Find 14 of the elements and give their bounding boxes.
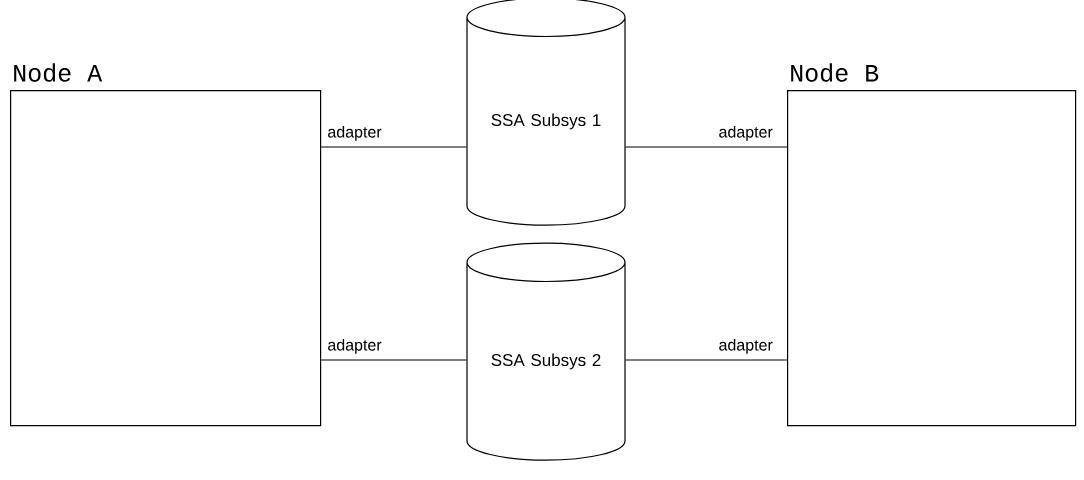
edge-label: adapter (719, 338, 773, 354)
cylinder: SSA Subsys 1 (466, 0, 626, 226)
node-label: Node B (791, 63, 879, 82)
edge-label: adapter (328, 125, 382, 141)
node-box: Node A (10, 63, 322, 427)
node-box: Node B (787, 63, 1077, 427)
connector-line (625, 359, 788, 361)
connector-line (625, 146, 788, 148)
connector-line (320, 359, 467, 361)
node-label: Node A (14, 63, 103, 82)
edge-label: adapter (719, 125, 773, 141)
connector-line (320, 146, 467, 148)
edge-label: adapter (328, 338, 382, 354)
cylinder: SSA Subsys 2 (466, 242, 626, 461)
